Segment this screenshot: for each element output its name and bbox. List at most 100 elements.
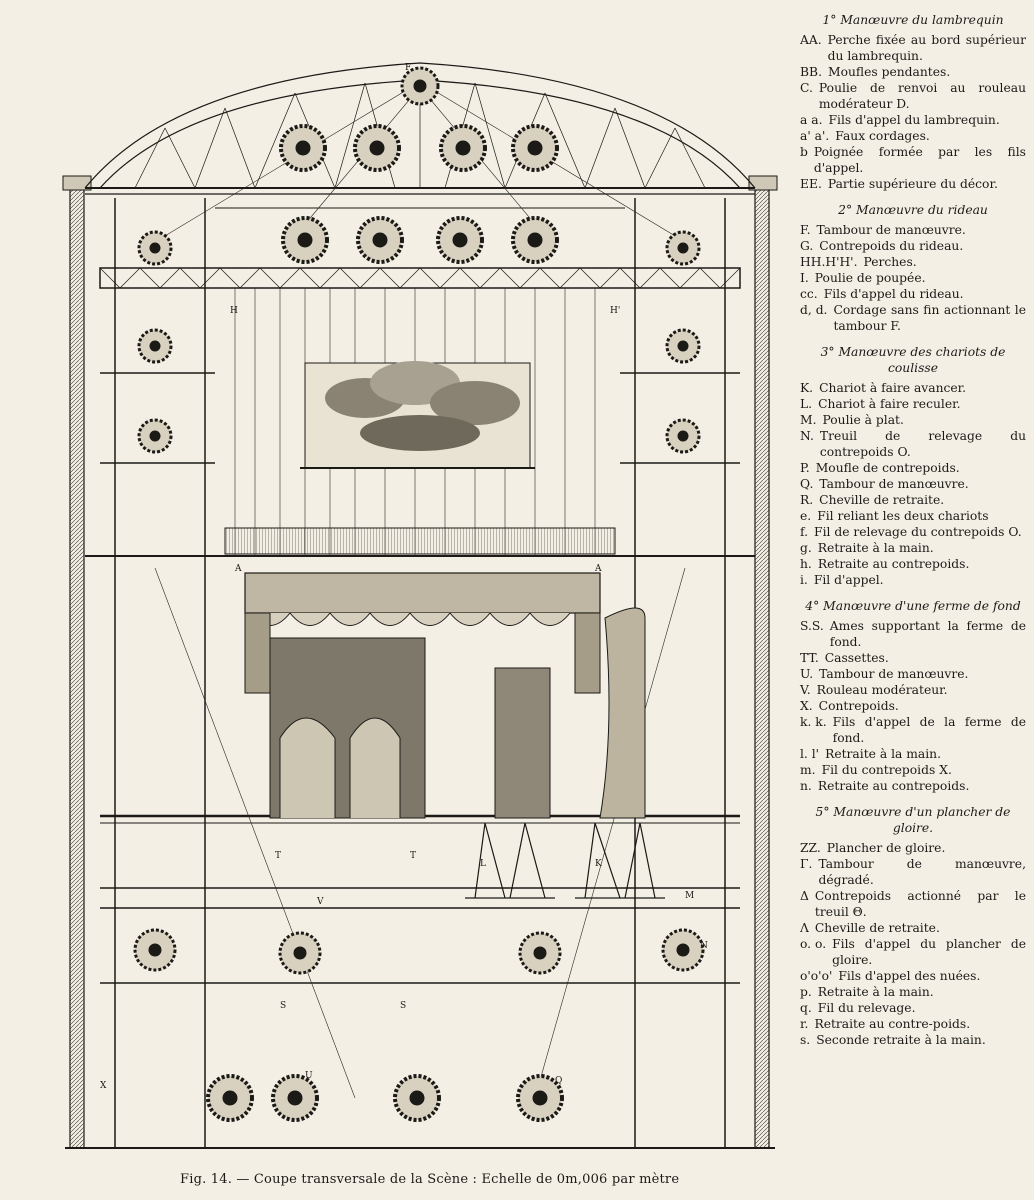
legend-item: Q.Tambour de manœuvre. (800, 476, 1026, 492)
lambrequin (244, 572, 601, 694)
legend-item-key: X. (800, 699, 813, 713)
legend-item: HH.H'H'.Perches. (800, 254, 1026, 270)
drum-wheel (281, 216, 329, 264)
legend-item: F.Tambour de manœuvre. (800, 222, 1026, 238)
legend-section-title: 1° Manœuvre du lambrequin (822, 13, 1004, 27)
drum-wheel (511, 124, 559, 172)
drum-wheel (206, 1074, 254, 1122)
legend-item: AA.Perche fixée au bord supérieur du lam… (800, 32, 1026, 64)
legend-item-text: Fil du relevage. (817, 1001, 916, 1015)
legend-item-key: d, d. (800, 303, 828, 317)
legend-item-key: s. (800, 1033, 811, 1047)
legend-item: S.S.Ames supportant la ferme de fond. (800, 618, 1026, 650)
legend-item-key: TT. (800, 651, 819, 665)
legend-item-text: Seconde retraite à la main. (816, 1033, 986, 1047)
legend-item-key: a a. (800, 113, 823, 127)
drum-wheel (661, 928, 705, 972)
legend-item-text: Fils d'appel du lambrequin. (828, 113, 1000, 127)
figure-labels: F H H' A A S S T T L K M N U Q X V (100, 63, 708, 1091)
fly-galleries (85, 198, 755, 1148)
legend-item-key: o. o. (800, 937, 827, 951)
label-T-left: T (275, 851, 281, 861)
drum-wheel (279, 124, 327, 172)
drum-wheel (665, 328, 701, 364)
legend-section-title: 4° Manœuvre d'une ferme de fond (805, 599, 1021, 613)
legend-item-key: h. (800, 557, 812, 571)
legend-item-key: o'o'o' (800, 969, 833, 983)
legend-item-key: R. (800, 493, 814, 507)
stage-cross-section-engraving: F H H' A A S S T T L K M N U Q X V (55, 8, 800, 1178)
legend-item-text: Tambour de manœuvre. (819, 477, 969, 491)
legend-item: V.Rouleau modérateur. (800, 682, 1026, 698)
legend-item-text: Cassettes. (824, 651, 889, 665)
balustrade (224, 527, 616, 555)
legend-item: cc.Fils d'appel du rideau. (800, 286, 1026, 302)
label-S-left: S (280, 1001, 286, 1011)
legend-item-key: P. (800, 461, 810, 475)
legend-item-text: Poulie à plat. (822, 413, 904, 427)
legend-item-text: Cheville de retraite. (814, 921, 940, 935)
legend-item-text: Retraite au contrepoids. (817, 779, 970, 793)
label-X: X (100, 1081, 107, 1091)
legend-item-text: Contrepoids du rideau. (819, 239, 964, 253)
legend-item-text: Faux cordages. (835, 129, 930, 143)
legend-item-key: Δ (800, 889, 809, 903)
legend-item-key: G. (800, 239, 814, 253)
legend-section-title: 2° Manœuvre du rideau (838, 203, 988, 217)
legend-item-text: Fils d'appel de la ferme de fond. (832, 715, 1026, 745)
legend-item: U.Tambour de manœuvre. (800, 666, 1026, 682)
legend-item-key: cc. (800, 287, 818, 301)
legend-item: a a. Fils d'appel du lambrequin. (800, 112, 1026, 128)
legend-item: h. Retraite au contrepoids. (800, 556, 1026, 572)
legend-item-text: Cheville de retraite. (819, 493, 945, 507)
legend-item-text: Contrepoids. (818, 699, 899, 713)
drum-wheel (133, 928, 177, 972)
legend-item-text: Rouleau modérateur. (816, 683, 948, 697)
legend-item: q.Fil du relevage. (800, 1000, 1026, 1016)
legend-item-key: AA. (800, 33, 822, 47)
drum-wheel (511, 216, 559, 264)
legend-item-text: Chariot à faire reculer. (818, 397, 961, 411)
label-N: N (700, 941, 708, 951)
drum-wheel (393, 1074, 441, 1122)
legend-item-text: Contrepoids actionné par le treuil Θ. (814, 889, 1026, 919)
legend-item-text: Ames supportant la ferme de fond. (829, 619, 1026, 649)
legend-item-text: Partie supérieure du décor. (827, 177, 998, 191)
label-M: M (685, 891, 694, 901)
legend-item-text: Poulie de poupée. (814, 271, 926, 285)
legend-item: R. Cheville de retraite. (800, 492, 1026, 508)
label-V: V (316, 897, 324, 907)
legend-item-key: K. (800, 381, 814, 395)
legend-item: i.Fil d'appel. (800, 572, 1026, 588)
legend-item-key: U. (800, 667, 814, 681)
label-H-prime: H' (610, 306, 620, 316)
label-L: L (480, 859, 486, 869)
label-F: F (405, 63, 411, 73)
legend-item-text: Poulie de renvoi au rouleau modérateur D… (818, 81, 1026, 111)
legend-item: TT. Cassettes. (800, 650, 1026, 666)
legend-item: Δ Contrepoids actionné par le treuil Θ. (800, 888, 1026, 920)
legend-item: Γ.Tambour de manœuvre, dégradé. (800, 856, 1026, 888)
legend-item-text: Retraite à la main. (825, 747, 941, 761)
chariots (465, 822, 665, 899)
legend-item-text: Retraite au contre-poids. (814, 1017, 971, 1031)
legend-item: d, d.Cordage sans fin actionnant le tamb… (800, 302, 1026, 334)
legend-item-key: k. k. (800, 715, 827, 729)
legend-item-text: Fil reliant les deux chariots (817, 509, 989, 523)
legend-item: C.Poulie de renvoi au rouleau modérateur… (800, 80, 1026, 112)
legend-item: s. Seconde retraite à la main. (800, 1032, 1026, 1048)
label-H: H (230, 306, 238, 316)
stage-engraving-svg: F H H' A A S S T T L K M N U Q X V (62, 62, 778, 1149)
legend-item: o. o.Fils d'appel du plancher de gloire. (800, 936, 1026, 968)
legend-item-key: g. (800, 541, 812, 555)
legend-item: a' a'.Faux cordages. (800, 128, 1026, 144)
legend-item-key: r. (800, 1017, 809, 1031)
drum-wheel (665, 230, 701, 266)
label-Q: Q (555, 1076, 562, 1086)
legend-item-text: Retraite au contrepoids. (817, 557, 970, 571)
drum-wheel (271, 1074, 319, 1122)
drum-wheels (133, 66, 705, 1122)
legend-item: ZZ.Plancher de gloire. (800, 840, 1026, 856)
